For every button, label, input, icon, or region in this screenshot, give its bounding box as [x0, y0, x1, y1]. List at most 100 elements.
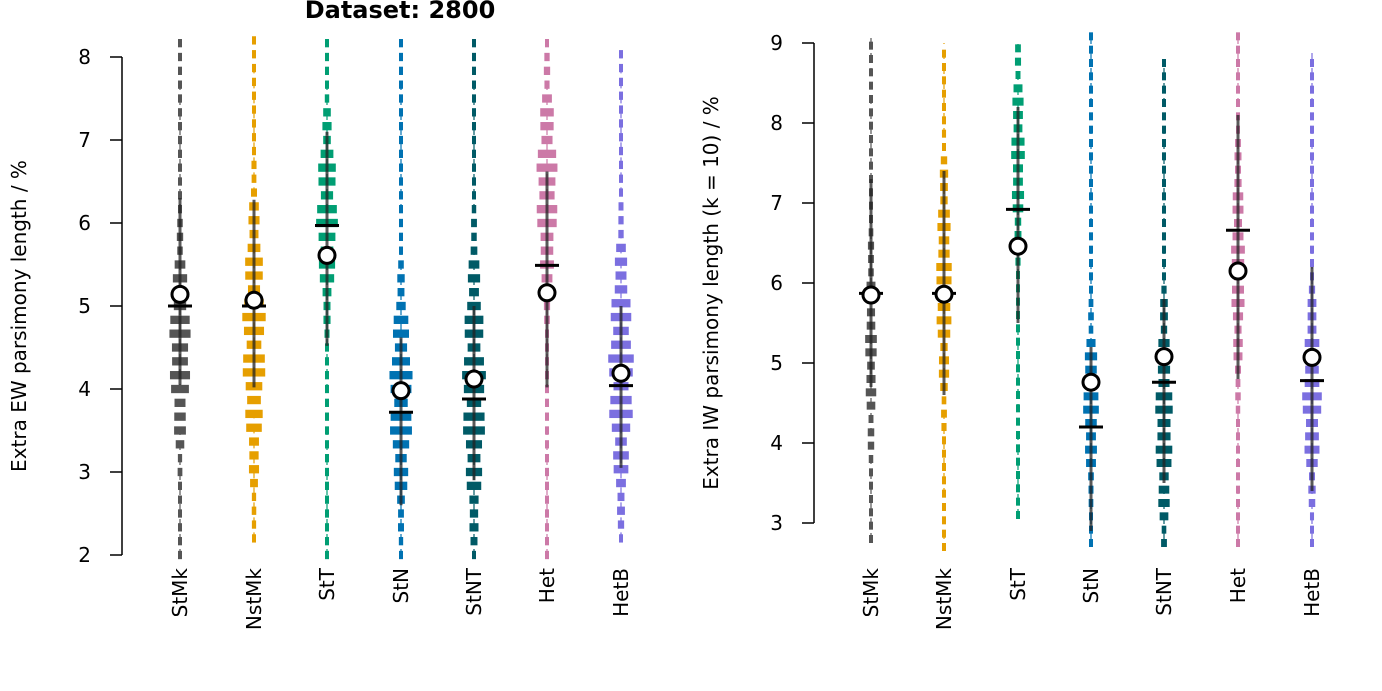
density-bar: [325, 66, 329, 75]
density-bar: [1162, 112, 1166, 121]
density-bar: [1016, 364, 1020, 373]
density-bar: [1159, 512, 1169, 521]
density-bar: [1088, 299, 1094, 307]
density-bar: [178, 177, 182, 186]
density-bar: [942, 143, 946, 151]
density-bar: [472, 39, 476, 48]
density-bar: [399, 66, 403, 75]
density-bar: [399, 191, 403, 200]
density-bar: [1014, 57, 1022, 66]
density-bar: [1015, 71, 1021, 79]
density-bar: [325, 412, 329, 421]
violin-stn: StN: [1079, 32, 1103, 604]
density-bar: [619, 50, 623, 59]
density-bar: [544, 80, 550, 89]
density-bar: [1236, 45, 1240, 54]
density-bar: [614, 285, 628, 294]
density-bar: [178, 495, 182, 504]
density-bar: [941, 396, 947, 405]
density-bar: [1310, 259, 1314, 267]
y-axis-title: Extra IW parsimony length (k = 10) / %: [699, 96, 723, 490]
density-bar: [174, 426, 186, 435]
density-bar: [617, 492, 625, 502]
density-bar: [545, 412, 549, 421]
violin-stn: StN: [389, 32, 413, 604]
density-bar: [1158, 499, 1170, 507]
density-bar: [178, 537, 182, 546]
density-bar: [325, 523, 329, 532]
density-bar: [399, 246, 403, 255]
density-bar: [1310, 99, 1314, 107]
mean-marker: [170, 284, 190, 304]
density-bar: [1236, 445, 1240, 454]
density-bar: [940, 156, 948, 165]
density-bar: [942, 463, 946, 471]
density-bar: [1089, 32, 1093, 41]
density-bar: [472, 135, 476, 145]
density-bar: [869, 508, 873, 517]
density-bar: [1162, 59, 1166, 67]
density-bar: [545, 426, 549, 435]
density-bar: [617, 520, 625, 529]
density-bar: [869, 148, 873, 157]
y-tick-label: 4: [78, 377, 91, 401]
density-bar: [252, 119, 256, 128]
density-bar: [543, 66, 551, 75]
density-bar: [399, 94, 403, 103]
density-bar: [249, 451, 259, 460]
category-label: StN: [1079, 568, 1103, 604]
density-bar: [469, 288, 479, 297]
density-bar: [398, 537, 404, 546]
density-bar: [177, 467, 183, 477]
y-tick-label: 6: [770, 271, 783, 295]
density-bar: [1012, 97, 1024, 106]
category-label: StN: [389, 568, 413, 604]
density-bar: [1310, 192, 1314, 201]
density-bar: [470, 246, 478, 255]
density-bar: [325, 398, 329, 407]
density-bar: [1016, 484, 1020, 493]
density-bar: [1089, 245, 1093, 254]
density-bar: [1162, 152, 1166, 161]
density-bar: [545, 495, 549, 504]
density-bar: [178, 122, 182, 131]
density-bar: [252, 50, 256, 59]
density-bar: [942, 436, 946, 445]
density-bar: [178, 52, 182, 62]
density-bar: [325, 454, 329, 463]
density-bar: [252, 133, 256, 142]
density-bar: [545, 481, 549, 490]
density-bar: [325, 550, 329, 560]
category-label: StMk: [168, 568, 192, 618]
density-bar: [178, 66, 182, 75]
y-tick-label: 6: [78, 211, 91, 235]
density-bar: [1016, 457, 1020, 466]
density-bar: [619, 77, 623, 87]
density-bar: [1016, 431, 1020, 439]
y-tick-label: 7: [770, 191, 783, 215]
density-bar: [1089, 179, 1093, 187]
density-bar: [1089, 259, 1093, 267]
category-label: HetB: [1300, 568, 1324, 617]
density-bar: [1162, 192, 1166, 201]
density-bar: [1309, 512, 1315, 521]
density-bar: [1089, 125, 1093, 134]
density-bar: [868, 455, 874, 463]
density-bar: [1310, 85, 1314, 94]
density-bar: [1162, 85, 1166, 94]
category-label: NstMk: [242, 568, 266, 630]
density-bar: [472, 108, 476, 117]
density-bar: [178, 550, 182, 560]
violin-stnt: StNT: [1152, 59, 1176, 616]
density-bar: [865, 388, 877, 397]
density-bar: [536, 163, 558, 172]
violin-stt: StT: [1006, 43, 1030, 601]
density-bar: [619, 174, 623, 183]
density-bar: [942, 89, 946, 98]
density-bar: [325, 343, 329, 352]
density-bar: [325, 440, 329, 449]
density-bar: [942, 516, 946, 525]
density-bar: [1013, 84, 1023, 93]
density-bar: [1235, 392, 1241, 401]
y-tick-label: 3: [770, 511, 783, 535]
